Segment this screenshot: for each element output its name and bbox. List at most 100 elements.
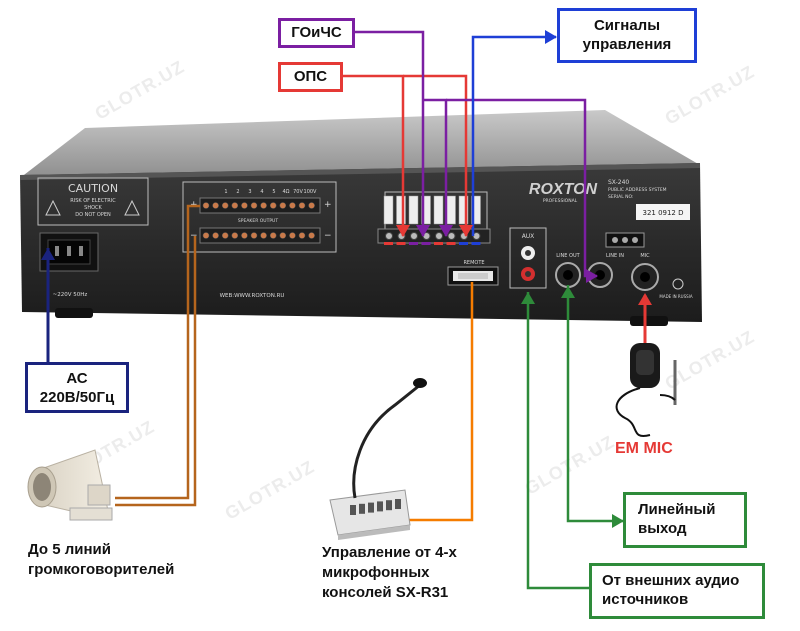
arrow-icon	[41, 248, 55, 260]
terminal-screw	[410, 232, 418, 240]
terminal-label-plate	[408, 195, 419, 225]
website-label: WEB:WWW.ROXTON.RU	[220, 293, 285, 299]
aux-label: AUX	[522, 233, 535, 240]
caution-line: SHOCK	[84, 205, 102, 211]
speaker-number: 70V	[293, 189, 303, 195]
microphone-console	[329, 378, 427, 540]
terminal-screw	[447, 232, 456, 240]
terminal-label-plate	[471, 195, 481, 225]
aux-panel	[509, 227, 547, 289]
caution-title: CAUTION	[68, 182, 118, 195]
wires	[46, 30, 647, 590]
ops-label: ОПС	[278, 62, 343, 92]
arrow-icon	[521, 292, 535, 304]
console-key	[359, 503, 365, 514]
terminal-color-mark	[396, 242, 406, 245]
terminal-screw	[385, 232, 393, 240]
speaker-number: 4Ω	[282, 189, 289, 195]
terminal-label-plate	[383, 195, 394, 225]
terminal-screw	[241, 202, 248, 209]
console-wire	[405, 282, 474, 522]
console-key	[368, 502, 374, 513]
brand-sub: PROFESSIONAL	[543, 198, 578, 204]
terminal-color-mark	[384, 242, 393, 245]
model-label: SX-240	[608, 179, 629, 186]
caution-line: DO NOT OPEN	[75, 212, 111, 218]
terminal-label-plate	[458, 195, 469, 225]
terminal-label-plate	[446, 195, 456, 225]
arrow-icon	[459, 225, 473, 237]
external-audio-label: От внешних аудио источников	[589, 563, 765, 619]
terminal-screw	[260, 232, 267, 239]
speaker-wire	[115, 204, 200, 500]
line-out-label: LINE OUT	[556, 253, 580, 259]
ext-audio-wire	[526, 292, 589, 590]
svg-text:−: −	[324, 231, 332, 241]
made-in-label: MADE IN RUSSIA	[659, 294, 692, 299]
speaker-terminal-block	[199, 227, 321, 244]
console-key	[386, 500, 392, 511]
speakers-caption: До 5 линий громкоговорителей	[28, 541, 175, 578]
serial-label: SERIAL NO:	[608, 194, 634, 200]
terminal-screw	[269, 202, 277, 209]
amplifier-device: CAUTION RISK OF ELECTRIC SHOCK DO NOT OP…	[20, 110, 702, 326]
consoles-caption: Управление от 4-х микрофонных консолей S…	[322, 544, 457, 601]
loudspeaker-horn	[27, 449, 113, 521]
ac-power-label: АС 220В/50Гц	[25, 362, 129, 413]
remote-label: REMOTE	[463, 260, 484, 266]
speaker-output-label: SPEAKER OUTPUT	[238, 218, 278, 224]
mic-label: MIC	[640, 253, 650, 259]
terminal-screw	[435, 232, 443, 240]
terminal-screw	[231, 202, 239, 209]
brand-logo: ROXTON	[529, 181, 598, 198]
terminal-screw	[250, 202, 258, 209]
speaker-number: 100V	[304, 189, 318, 195]
terminal-screw	[298, 202, 306, 209]
speaker-wire	[115, 236, 197, 507]
serial-value: 321 0912 D	[642, 209, 683, 217]
speaker-number: 4	[260, 189, 263, 195]
power-label: ~220V 50Hz	[53, 292, 88, 298]
arrow-icon	[439, 225, 453, 237]
speaker-number: 5	[272, 189, 275, 195]
terminal-color-mark	[459, 242, 468, 245]
terminal-screw	[308, 232, 315, 239]
terminal-screw	[269, 232, 277, 239]
line-out-box-label: Линейный выход	[623, 492, 747, 548]
device-top	[20, 110, 700, 178]
terminal-color-mark	[409, 242, 418, 245]
terminal-screw	[241, 232, 248, 239]
goichs-label: ГОиЧС	[278, 18, 355, 48]
terminal-screw	[279, 232, 287, 239]
caution-panel	[37, 177, 149, 226]
device-foot	[55, 308, 93, 318]
terminal-screw	[298, 232, 306, 239]
terminal-screw	[202, 232, 210, 239]
line-in-label: LINE IN	[606, 253, 624, 259]
control-signals-label: Сигналы управления	[557, 8, 697, 63]
arrow-icon	[612, 514, 624, 528]
serial-sticker	[636, 204, 690, 220]
goichs-wire	[355, 30, 425, 236]
terminal-screw	[212, 202, 219, 209]
device-face	[20, 163, 702, 322]
terminal-screw	[202, 202, 210, 209]
ce-mark-icon	[672, 278, 684, 290]
handheld-microphone	[615, 343, 677, 437]
console-key	[395, 499, 401, 509]
terminal-screw	[250, 232, 258, 239]
speaker-number: 3	[248, 189, 251, 195]
line-out-wire	[566, 285, 623, 523]
device-foot	[630, 316, 668, 326]
terminal-screw	[221, 202, 229, 209]
caution-line: RISK OF ELECTRIC	[70, 198, 116, 204]
speaker-number: 2	[236, 189, 239, 195]
console-key	[377, 501, 383, 512]
terminal-color-mark	[471, 242, 481, 245]
terminal-color-mark	[421, 242, 431, 245]
speaker-output-panel	[182, 181, 337, 253]
terminal-screw	[289, 202, 296, 209]
arrow-icon	[545, 30, 557, 44]
terminal-screw	[289, 232, 296, 239]
